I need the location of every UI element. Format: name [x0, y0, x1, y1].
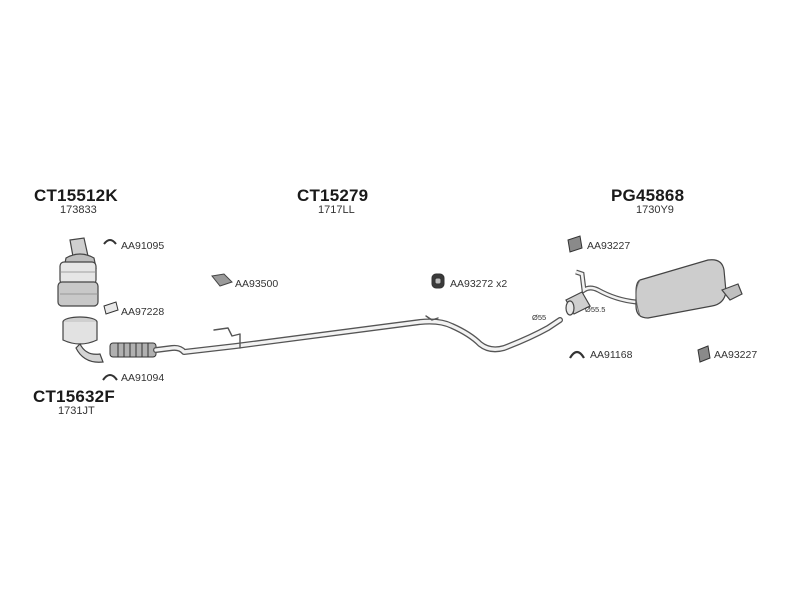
group-ref-1731jt: 1731JT	[58, 405, 95, 417]
mount-rear-bottom-part	[697, 345, 711, 363]
group-code-ct15512k: CT15512K	[34, 186, 118, 205]
part-rubber-mount: AA93272 x2	[450, 278, 508, 290]
group-code-ct15632f: CT15632F	[33, 387, 115, 406]
part-mount-rear-top: AA93227	[587, 240, 631, 252]
part-gasket: AA97228	[121, 306, 165, 318]
group-ref-1730y9: 1730Y9	[636, 204, 674, 216]
center-pipe	[153, 315, 563, 355]
rear-muffler	[565, 259, 743, 319]
group-code-pg45868: PG45868	[611, 186, 685, 205]
group-ref-1717ll: 1717LL	[318, 204, 355, 216]
part-clamp-front: AA91095	[121, 240, 165, 252]
group-code-ct15279: CT15279	[297, 186, 369, 205]
clamp-front-part	[103, 239, 117, 245]
dimension-pipe-end: Ø55	[532, 313, 547, 322]
gasket-part	[103, 301, 119, 315]
group-ref-173833: 173833	[60, 204, 97, 216]
dimension-muffler-inlet: Ø55.5	[585, 305, 606, 314]
catalytic-converter	[57, 237, 99, 307]
flex-joint	[109, 342, 157, 358]
mount-rear-top-part	[567, 235, 583, 253]
front-pipe-section	[62, 316, 104, 363]
rubber-mount-part	[431, 273, 445, 289]
part-clamp-rear: AA91168	[590, 349, 633, 361]
part-mount-rear-bottom: AA93227	[714, 349, 758, 361]
clamp-rear-part	[569, 350, 585, 359]
part-clamp-lower: AA91094	[121, 372, 165, 384]
bracket-part	[211, 273, 233, 287]
part-bracket: AA93500	[235, 278, 279, 290]
clamp-lower-part	[102, 374, 118, 381]
